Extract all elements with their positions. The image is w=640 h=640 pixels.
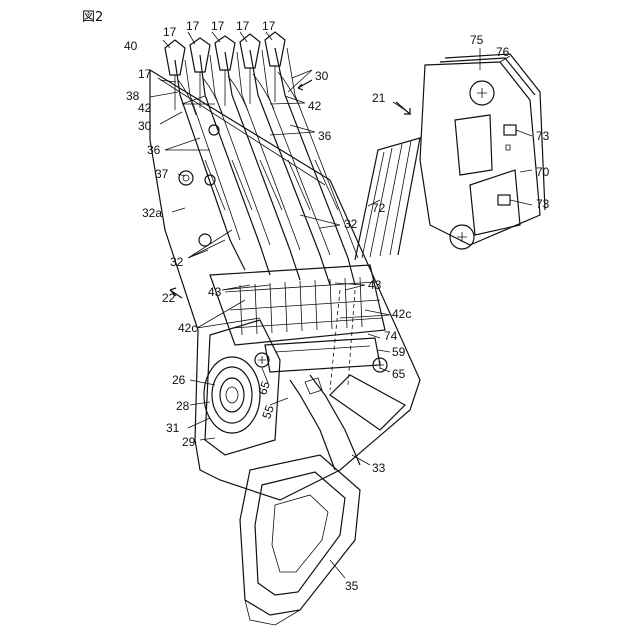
- label-42: 42: [308, 99, 322, 113]
- label-35: 35: [345, 579, 359, 593]
- label-26: 26: [172, 373, 186, 387]
- label-30: 30: [138, 119, 152, 133]
- label-40: 40: [124, 39, 138, 53]
- voice-coil-yoke: [240, 455, 360, 625]
- label-36: 36: [318, 129, 332, 143]
- label-76: 76: [496, 45, 510, 59]
- arrow-30: [298, 80, 312, 90]
- label-73: 73: [536, 129, 550, 143]
- label-74: 74: [384, 329, 398, 343]
- label-21: 21: [372, 91, 386, 105]
- label-55: 55: [259, 403, 277, 421]
- label-65: 65: [392, 367, 406, 381]
- connector-block: [255, 338, 387, 372]
- label-43: 43: [368, 278, 382, 292]
- label-28: 28: [176, 399, 190, 413]
- label-37: 37: [155, 167, 169, 181]
- label-17: 17: [163, 25, 177, 39]
- board-connector-70: [420, 54, 545, 249]
- label-70: 70: [536, 165, 550, 179]
- label-42c: 42c: [392, 307, 411, 321]
- label-42: 42: [138, 101, 152, 115]
- label-29: 29: [182, 435, 196, 449]
- label-73: 73: [536, 197, 550, 211]
- flex-cable-path: [290, 375, 405, 470]
- label-30: 30: [315, 69, 329, 83]
- label-17: 17: [262, 19, 276, 33]
- label-59: 59: [392, 345, 406, 359]
- label-42c: 42c: [178, 321, 197, 335]
- label-43: 43: [208, 285, 222, 299]
- label-32a: 32a: [142, 206, 162, 220]
- label-65: 65: [255, 379, 273, 397]
- leader-lines: [150, 32, 532, 578]
- reference-labels: 17 17 17 17 17 17 40 38 42 30 36 30 42 3…: [124, 19, 550, 593]
- label-22: 22: [162, 291, 176, 305]
- arrow-21: [396, 102, 410, 114]
- label-17: 17: [186, 19, 200, 33]
- label-32: 32: [344, 217, 358, 231]
- label-17: 17: [211, 19, 225, 33]
- label-17: 17: [236, 19, 250, 33]
- label-33: 33: [372, 461, 386, 475]
- label-75: 75: [470, 33, 484, 47]
- label-31: 31: [166, 421, 180, 435]
- arms-stack: [175, 48, 358, 285]
- label-17: 17: [138, 67, 152, 81]
- label-72: 72: [372, 201, 386, 215]
- label-32: 32: [170, 255, 184, 269]
- label-36: 36: [147, 143, 161, 157]
